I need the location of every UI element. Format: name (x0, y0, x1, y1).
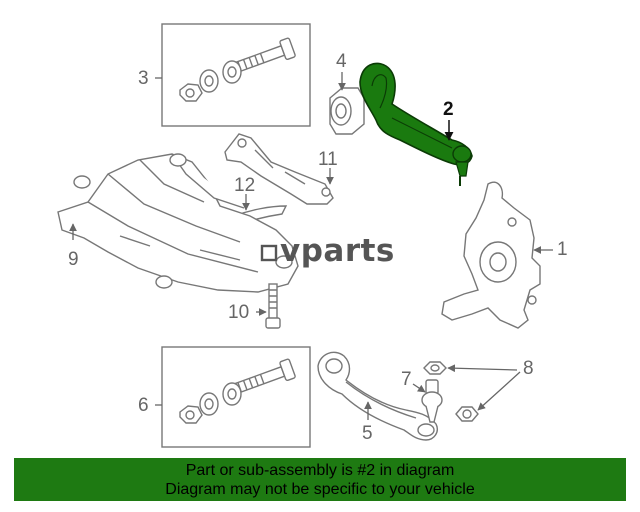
parts-diagram (57, 23, 553, 448)
nuts-part-8 (423, 361, 479, 422)
hardware-kit-box-6 (161, 346, 311, 448)
hardware-kit-box-3 (161, 23, 311, 127)
callout-3: 3 (138, 68, 149, 89)
callout-7: 7 (401, 369, 412, 390)
callout-12: 12 (234, 175, 256, 196)
callout-10: 10 (228, 302, 250, 323)
callout-2: 2 (443, 99, 454, 120)
callout-9: 9 (68, 249, 79, 270)
callout-5: 5 (362, 423, 373, 444)
leader-8b (477, 371, 521, 411)
subframe-part-9 (57, 153, 299, 293)
callout-1: 1 (557, 239, 568, 260)
bolt-part-10 (265, 283, 281, 329)
control-arm-part-2 (359, 62, 473, 186)
callout-8: 8 (523, 358, 534, 379)
bushing-part-4 (329, 87, 365, 135)
brand-logo-icon (260, 244, 278, 262)
leader-7 (412, 383, 426, 393)
ball-joint-part-7 (421, 379, 443, 423)
leader-8a (447, 364, 518, 373)
callout-4: 4 (336, 51, 347, 72)
info-banner: Part or sub-assembly is #2 in diagram Di… (14, 458, 626, 501)
banner-line-part-number: Part or sub-assembly is #2 in diagram (185, 462, 455, 479)
callout-6: 6 (138, 395, 149, 416)
knuckle-part-1 (441, 181, 541, 329)
banner-line-disclaimer: Diagram may not be specific to your vehi… (165, 481, 475, 498)
bracket-part-11 (224, 133, 334, 205)
lower-arm-part-5 (317, 351, 438, 441)
callout-11: 11 (318, 149, 338, 170)
brand-watermark: vparts (280, 233, 395, 269)
